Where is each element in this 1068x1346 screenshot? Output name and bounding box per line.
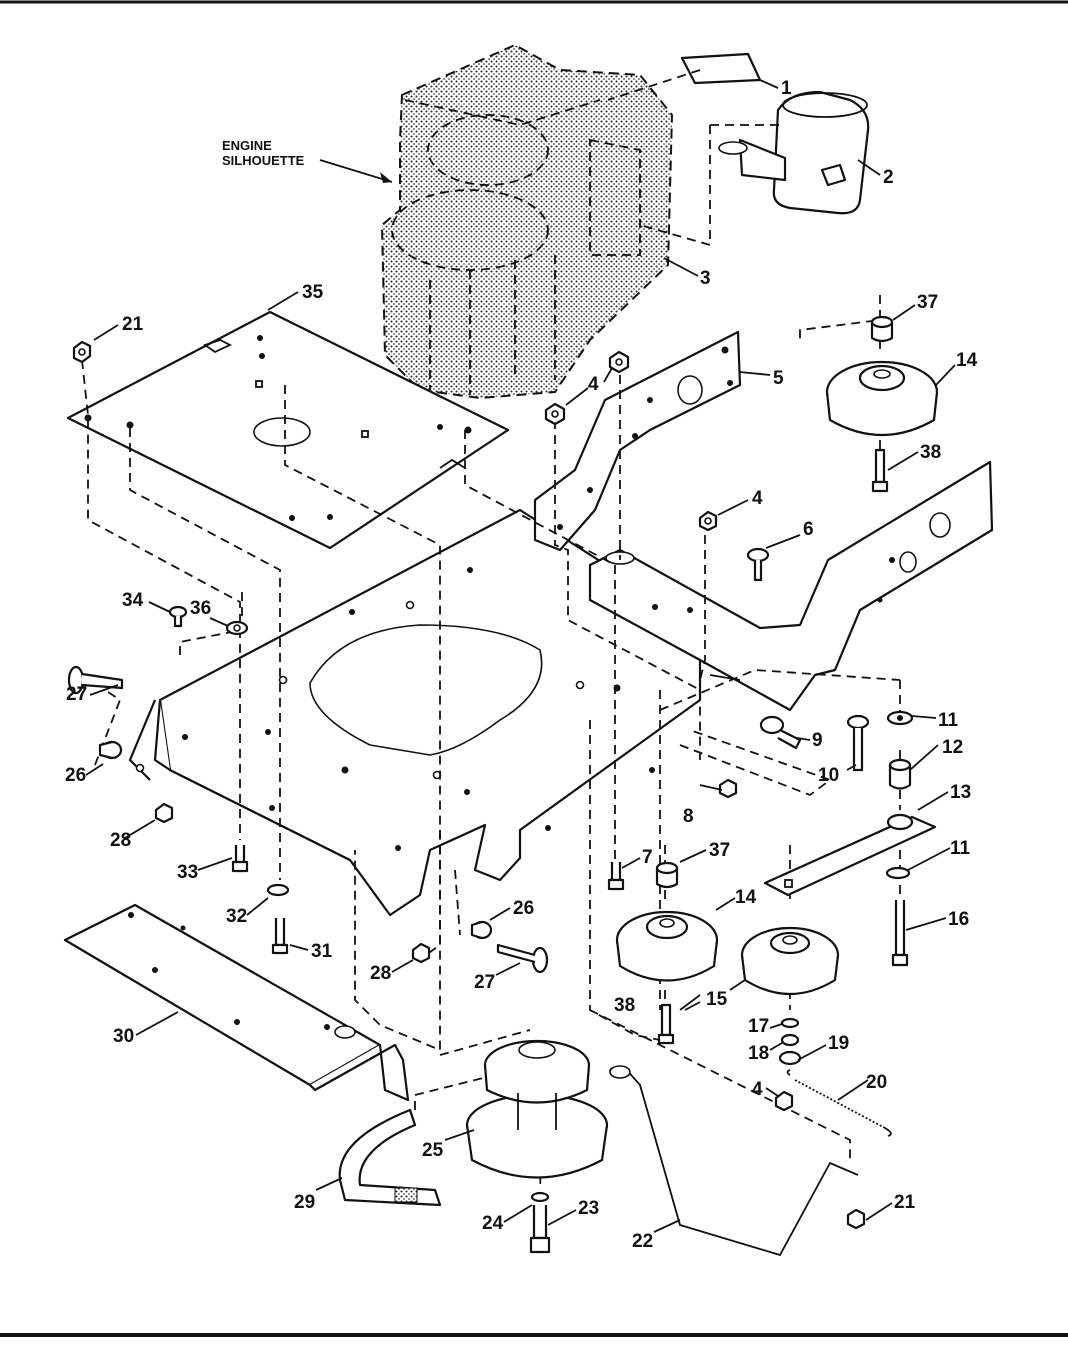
callout-33: 33 bbox=[177, 862, 198, 883]
callout-37b: 37 bbox=[709, 840, 730, 861]
callout-38b: 38 bbox=[614, 995, 635, 1016]
callout-23: 23 bbox=[578, 1198, 599, 1219]
large-pulley-part bbox=[465, 1039, 609, 1179]
callout-38a: 38 bbox=[920, 442, 941, 463]
linkage-rod-part bbox=[609, 1065, 859, 1257]
callout-10: 10 bbox=[818, 765, 839, 786]
engine-label-line1: ENGINE bbox=[222, 138, 272, 153]
callout-4c: 4 bbox=[752, 1079, 763, 1100]
callout-11b: 11 bbox=[950, 838, 971, 859]
callout-13: 13 bbox=[950, 782, 971, 803]
callout-9: 9 bbox=[812, 730, 823, 751]
callout-14b: 14 bbox=[735, 887, 757, 908]
callout-22: 22 bbox=[632, 1231, 653, 1252]
callout-14a: 14 bbox=[956, 350, 978, 371]
bottom-bracket-part bbox=[63, 903, 410, 1102]
engine-silhouette bbox=[380, 43, 674, 400]
callout-4a: 4 bbox=[588, 374, 599, 395]
idler-arm-part bbox=[763, 813, 937, 897]
callout-32: 32 bbox=[226, 906, 247, 927]
callout-25: 25 bbox=[422, 1140, 444, 1161]
callout-28b: 28 bbox=[370, 963, 391, 984]
callout-4b: 4 bbox=[752, 488, 763, 509]
callout-7: 7 bbox=[642, 847, 653, 868]
hardware-parts bbox=[67, 315, 914, 1254]
callout-19: 19 bbox=[828, 1033, 849, 1054]
callout-21b: 21 bbox=[894, 1192, 916, 1213]
right-side-rail bbox=[588, 460, 994, 712]
engine-label-leader bbox=[319, 159, 393, 183]
muffler-part bbox=[639, 90, 870, 247]
callout-6: 6 bbox=[803, 519, 814, 540]
callout-35: 35 bbox=[302, 282, 324, 303]
callout-30: 30 bbox=[113, 1026, 134, 1047]
callout-26a: 26 bbox=[65, 765, 86, 786]
callout-27b: 27 bbox=[474, 972, 495, 993]
callout-24: 24 bbox=[482, 1213, 504, 1234]
callout-28a: 28 bbox=[110, 830, 131, 851]
engine-mount-plate bbox=[66, 310, 510, 550]
callout-5: 5 bbox=[773, 368, 784, 389]
callout-29: 29 bbox=[294, 1192, 315, 1213]
callout-21a: 21 bbox=[122, 314, 144, 335]
engine-label-line2: SILHOUETTE bbox=[222, 153, 305, 168]
callout-numbers: 1 2 3 4 4 4 5 6 7 8 9 10 11 11 12 13 14 … bbox=[65, 78, 978, 1252]
callout-17: 17 bbox=[748, 1016, 769, 1037]
callout-12: 12 bbox=[942, 737, 963, 758]
callout-27a: 27 bbox=[66, 684, 87, 705]
callout-18: 18 bbox=[748, 1043, 769, 1064]
left-side-rail bbox=[533, 330, 742, 552]
idler-pulley-lower-right bbox=[740, 926, 840, 995]
callout-2: 2 bbox=[883, 167, 894, 188]
idler-pulley-lower-left bbox=[615, 910, 719, 982]
callout-31: 31 bbox=[311, 941, 333, 962]
belt-guard-part bbox=[338, 1108, 442, 1207]
leader-lines bbox=[85, 79, 956, 1233]
callout-15: 15 bbox=[706, 989, 728, 1010]
idler-pulley-upper bbox=[825, 360, 939, 436]
callout-3: 3 bbox=[700, 268, 711, 289]
callout-1: 1 bbox=[781, 78, 792, 99]
callout-20: 20 bbox=[866, 1072, 887, 1093]
callout-26b: 26 bbox=[513, 898, 534, 919]
callout-16: 16 bbox=[948, 909, 969, 930]
callout-11a: 11 bbox=[938, 710, 959, 731]
callout-37a: 37 bbox=[917, 292, 938, 313]
callout-36: 36 bbox=[190, 598, 211, 619]
spring-part bbox=[786, 1069, 892, 1137]
callout-8: 8 bbox=[683, 806, 694, 827]
callout-34: 34 bbox=[122, 590, 144, 611]
